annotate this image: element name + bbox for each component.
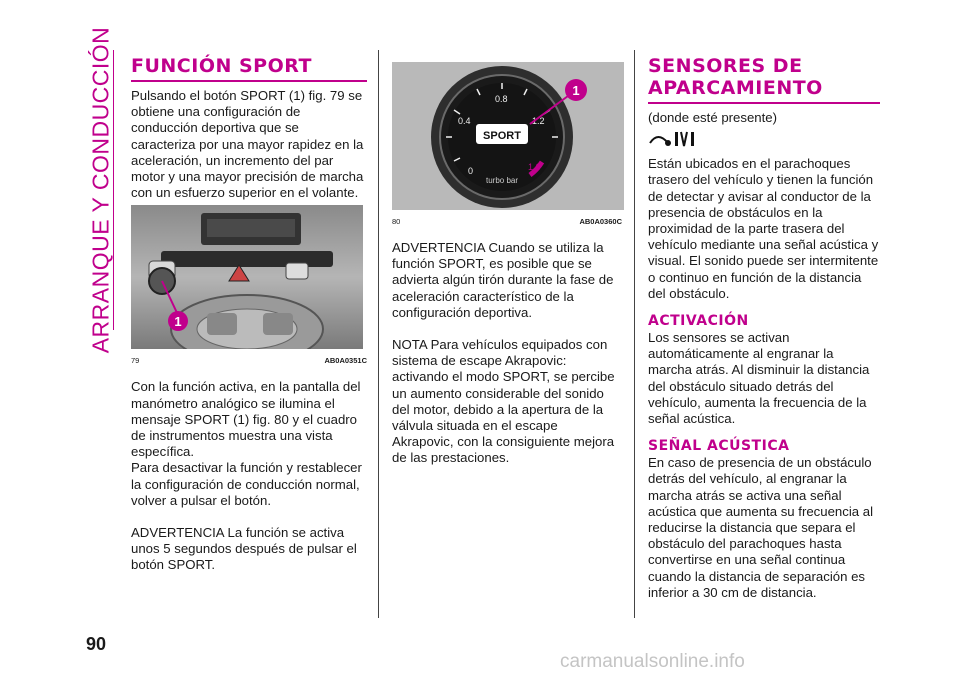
gauge-sport-label: SPORT <box>483 130 521 142</box>
figure-number: 79 <box>131 356 140 366</box>
column-sport: FUNCIÓN SPORT Pulsando el botón SPORT (1… <box>131 0 367 574</box>
availability-note: (donde esté presente) <box>648 110 778 125</box>
heading-underline <box>131 80 367 82</box>
gauge-tick-04: 0.4 <box>458 116 471 126</box>
heading-sensores-line1: SENSORES DE <box>648 55 803 77</box>
heading-underline <box>648 102 880 104</box>
callout-1: 1 <box>174 314 181 329</box>
gauge-warning-text: ADVERTENCIA Cuando se utiliza la función… <box>392 240 614 320</box>
heading-sensores-line2: APARCAMIENTO <box>648 77 823 99</box>
figure-80: 0 0.4 0.8 1.2 1.6 SPORT turbo bar 1 80 A… <box>392 62 624 226</box>
column-gauge: 0 0.4 0.8 1.2 1.6 SPORT turbo bar 1 80 A… <box>392 0 624 467</box>
gauge-turbo-label: turbo bar <box>486 176 518 185</box>
page-number: 90 <box>86 634 107 654</box>
akrapovic-note-text: NOTA Para vehículos equipados con sistem… <box>392 337 615 466</box>
column-divider-1 <box>378 50 379 618</box>
sensors-intro-text: Están ubicados en el parachoques trasero… <box>648 156 879 301</box>
gauge-tick-0: 0 <box>468 166 473 176</box>
figure-code: AB0A0360C <box>579 217 622 226</box>
callout-1: 1 <box>572 83 579 98</box>
activation-text: Los sensores se activan automáticamente … <box>648 330 870 427</box>
sport-intro-text: Pulsando el botón SPORT (1) fig. 79 se o… <box>131 88 364 201</box>
footer-watermark: carmanualsonline.info <box>560 651 745 672</box>
turbo-gauge-photo: 0 0.4 0.8 1.2 1.6 SPORT turbo bar 1 <box>392 62 624 210</box>
optional-equipment-icon <box>648 129 880 154</box>
gauge-tick-08: 0.8 <box>495 94 508 104</box>
gauge-tick-16: 1.6 <box>528 162 541 172</box>
figure-79: 1 79 AB0A0351C <box>131 205 367 365</box>
column-divider-2 <box>634 50 635 618</box>
figure-code: AB0A0351C <box>324 356 367 366</box>
sport-button <box>148 260 176 296</box>
figure-79-caption: 79 AB0A0351C <box>131 356 367 365</box>
figure-80-caption: 80 AB0A0360C <box>392 217 622 226</box>
sport-active-text: Con la función activa, en la pantalla de… <box>131 379 361 460</box>
acoustic-signal-text: En caso de presencia de un obstáculo det… <box>648 455 874 600</box>
column-sensors: SENSORES DE APARCAMIENTO (donde esté pre… <box>648 0 880 601</box>
heading-funcion-sport: FUNCIÓN SPORT <box>131 55 312 77</box>
heading-senal-acustica: SEÑAL ACÚSTICA <box>648 438 790 455</box>
sport-warning-text: ADVERTENCIA La función se activa unos 5 … <box>131 525 357 573</box>
side-divider <box>113 50 114 330</box>
gauge-tick-12: 1.2 <box>532 116 545 126</box>
figure-number: 80 <box>392 217 401 226</box>
sport-button-photo: 1 <box>131 205 363 365</box>
sport-deactivate-text: Para desactivar la función y restablecer… <box>131 460 362 508</box>
heading-activacion: ACTIVACIÓN <box>648 313 749 330</box>
section-side-title-text: ARRANQUE Y CONDUCCIÓN <box>87 26 114 354</box>
